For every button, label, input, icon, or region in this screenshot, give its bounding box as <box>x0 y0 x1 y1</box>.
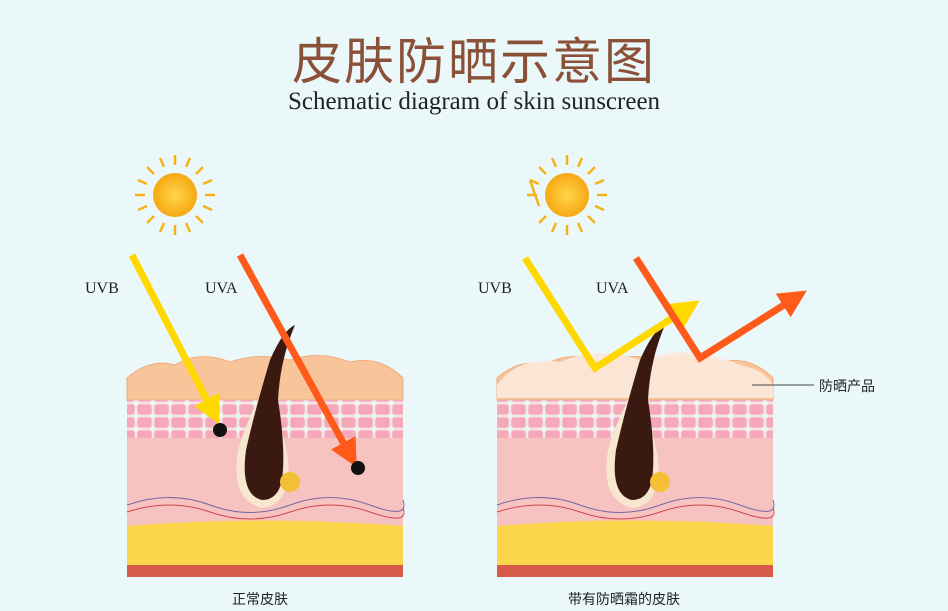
uva-label-left: UVA <box>205 280 238 297</box>
damage-spot <box>351 461 365 475</box>
damage-spot <box>213 423 227 437</box>
sunscreen-label: 防晒产品 <box>819 379 875 395</box>
uvb-label-left: UVB <box>85 280 119 297</box>
uvb-label-right: UVB <box>478 280 512 297</box>
uva-reflected-arrow <box>633 256 807 363</box>
skin-with-sunscreen <box>496 325 775 577</box>
page-subtitle: Schematic diagram of skin sunscreen <box>287 88 661 115</box>
uvb-reflected-arrow <box>522 256 700 373</box>
uva-arrow <box>236 253 357 468</box>
skin-normal <box>126 325 405 577</box>
caption-normal-skin: 正常皮肤 <box>232 592 288 608</box>
sun-icon <box>135 155 215 235</box>
page-title: 皮肤防晒示意图 <box>292 33 656 91</box>
sun-icon <box>527 155 607 235</box>
uvb-arrow <box>128 253 220 425</box>
uva-label-right: UVA <box>596 280 629 297</box>
caption-sunscreen-skin: 带有防晒霜的皮肤 <box>568 592 680 608</box>
sunscreen-layer <box>497 352 773 398</box>
